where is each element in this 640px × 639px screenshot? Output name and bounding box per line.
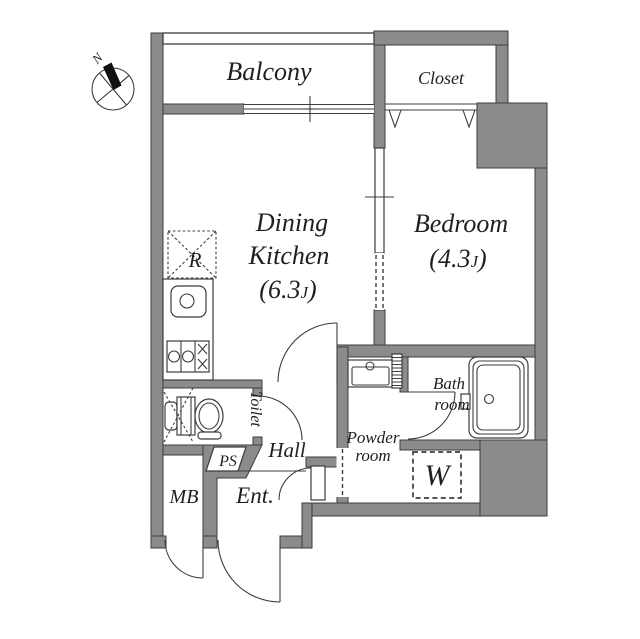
dk-label-line2: Kitchen (248, 241, 330, 270)
powder-label-line2: room (355, 446, 390, 465)
sliding-window (244, 96, 374, 122)
wall-closet-top (373, 30, 509, 46)
wall-partition-upper (373, 44, 386, 149)
walls (150, 30, 548, 549)
wall-bath-bottom (399, 439, 481, 451)
room-powder: W Powder room (336, 353, 462, 499)
refrigerator-space: R (167, 230, 217, 279)
toilet-fixture (163, 387, 224, 443)
bedroom-area: (4.3J) (429, 244, 486, 273)
bathroom-label-line1: Bath (433, 374, 465, 393)
balcony-railing (162, 32, 375, 45)
refrigerator-label: R (188, 248, 202, 272)
room-balcony: Balcony (162, 32, 375, 122)
entrance-door (217, 539, 281, 603)
meter-box: MB (164, 486, 204, 579)
compass-needle (103, 62, 122, 90)
wall-partition-lower (373, 309, 386, 346)
stove (166, 340, 210, 373)
toilet-label: Toilet (247, 391, 264, 427)
wall-west (150, 32, 164, 549)
closet-door-mark (462, 109, 476, 129)
wall-se-mass (479, 439, 548, 517)
wall-dk-top (162, 103, 245, 115)
hall-label: Hall (267, 438, 306, 462)
sliding-door-panel (374, 147, 385, 254)
sliding-door-powder (336, 448, 349, 497)
room-hall: Hall (267, 438, 326, 501)
bathroom-label-line2: room (434, 395, 469, 414)
ps-label: PS (218, 453, 237, 470)
wall-mb-top (162, 444, 204, 456)
washbasin (347, 359, 394, 388)
wall-bedroom-bottom (336, 344, 536, 358)
washer-label: W (425, 459, 453, 492)
bathtub (460, 356, 529, 439)
room-bedroom: Bedroom (4.3J) (414, 209, 508, 273)
wall-pillar (476, 102, 548, 169)
compass: N (88, 49, 135, 111)
wall-toilet-right-b (252, 436, 263, 446)
room-dining-kitchen: R Dining Kitchen (6.3J) (162, 208, 338, 383)
door-leaf (310, 465, 326, 501)
entrance-label: Ent. (235, 483, 274, 508)
pipe-space: PS (205, 446, 247, 472)
powder-label-line1: Powder (346, 428, 400, 447)
compass-north-label: N (88, 49, 106, 67)
door-hall-ent (278, 465, 326, 501)
dk-area: (6.3J) (259, 275, 316, 304)
sliding-door-partition (365, 147, 394, 310)
washer-space: W (412, 451, 462, 499)
bedroom-label: Bedroom (414, 209, 508, 238)
mb-label: MB (169, 486, 199, 508)
door-dk-hall (277, 322, 338, 383)
kitchen-sink (170, 285, 207, 318)
wall-east (534, 167, 548, 441)
closet-door-mark (388, 109, 402, 129)
louver-block (391, 353, 403, 389)
door-bathroom (407, 391, 456, 440)
closet-label: Closet (418, 68, 465, 88)
room-closet: Closet (385, 68, 477, 129)
wall-bottom-connector (301, 502, 313, 549)
door-toilet (257, 395, 303, 441)
wall-toilet-right-a (252, 387, 263, 397)
room-bathroom: Bath room (407, 356, 529, 440)
mb-door (164, 539, 204, 579)
room-entrance: Ent. (217, 470, 306, 603)
wall-bottom-stub-b (202, 535, 218, 549)
wall-bottom-stub-a (150, 535, 167, 549)
room-toilet: Toilet (163, 387, 303, 443)
bath-faucet (460, 393, 471, 410)
wall-closet-right (495, 44, 509, 104)
dk-label-line1: Dining (255, 208, 328, 237)
wall-powder-left (336, 346, 349, 504)
wall-dk-bottom (162, 379, 263, 389)
wall-bottom-right (301, 502, 481, 517)
balcony-label: Balcony (226, 57, 312, 86)
